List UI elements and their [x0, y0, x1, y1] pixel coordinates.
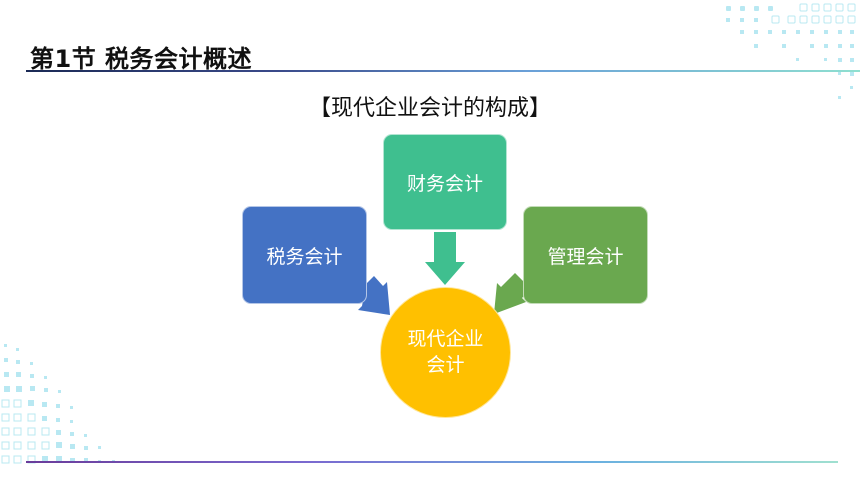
node-tax-accounting: 税务会计	[242, 206, 367, 304]
node-financial-accounting: 财务会计	[383, 134, 507, 230]
node-modern-enterprise-accounting: 现代企业 会计	[380, 287, 511, 418]
title-underline	[26, 70, 860, 72]
node-center-line-1: 现代企业	[407, 327, 484, 350]
arrow-management-to-center	[494, 273, 531, 314]
arrow-financial-to-center	[425, 232, 465, 285]
footer-underline	[26, 461, 838, 463]
node-management-accounting: 管理会计	[523, 206, 648, 304]
top-right-dot-pattern	[726, 3, 856, 99]
slide-title: 第1节 税务会计概述	[30, 45, 253, 73]
node-center-line-2: 会计	[426, 353, 465, 376]
bottom-left-dot-pattern	[1, 344, 115, 464]
diagram-subtitle: 【现代企业会计的构成】	[308, 96, 551, 121]
